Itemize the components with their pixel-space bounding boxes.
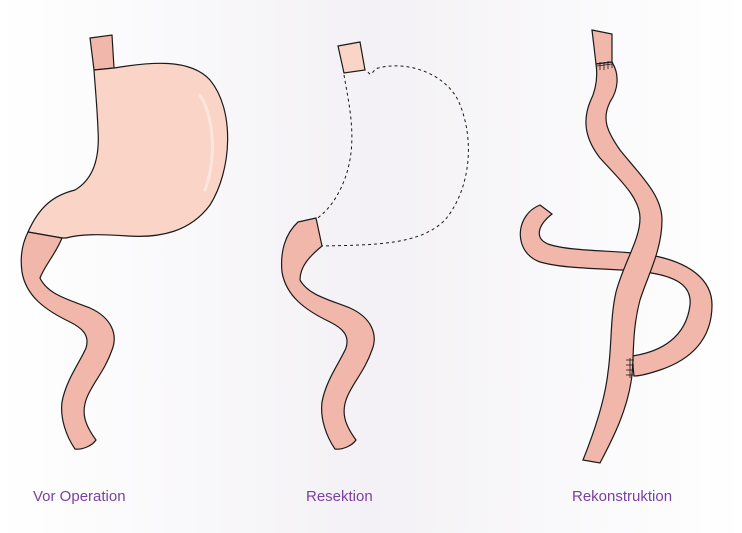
stomach (28, 63, 228, 238)
panel-resection (282, 42, 469, 449)
caption-resection: Resektion (306, 488, 373, 505)
duodenum (21, 232, 114, 449)
esophagus-stub (338, 42, 365, 73)
caption-reconstruction: Rekonstruktion (572, 488, 672, 505)
panel-reconstruction (520, 30, 712, 463)
caption-before-operation: Vor Operation (33, 488, 126, 505)
esophagus-top (592, 30, 612, 64)
remaining-duodenum (282, 218, 375, 449)
removed-stomach-outline (298, 66, 468, 246)
panel-before-operation (21, 35, 227, 449)
esophagus (90, 35, 114, 70)
